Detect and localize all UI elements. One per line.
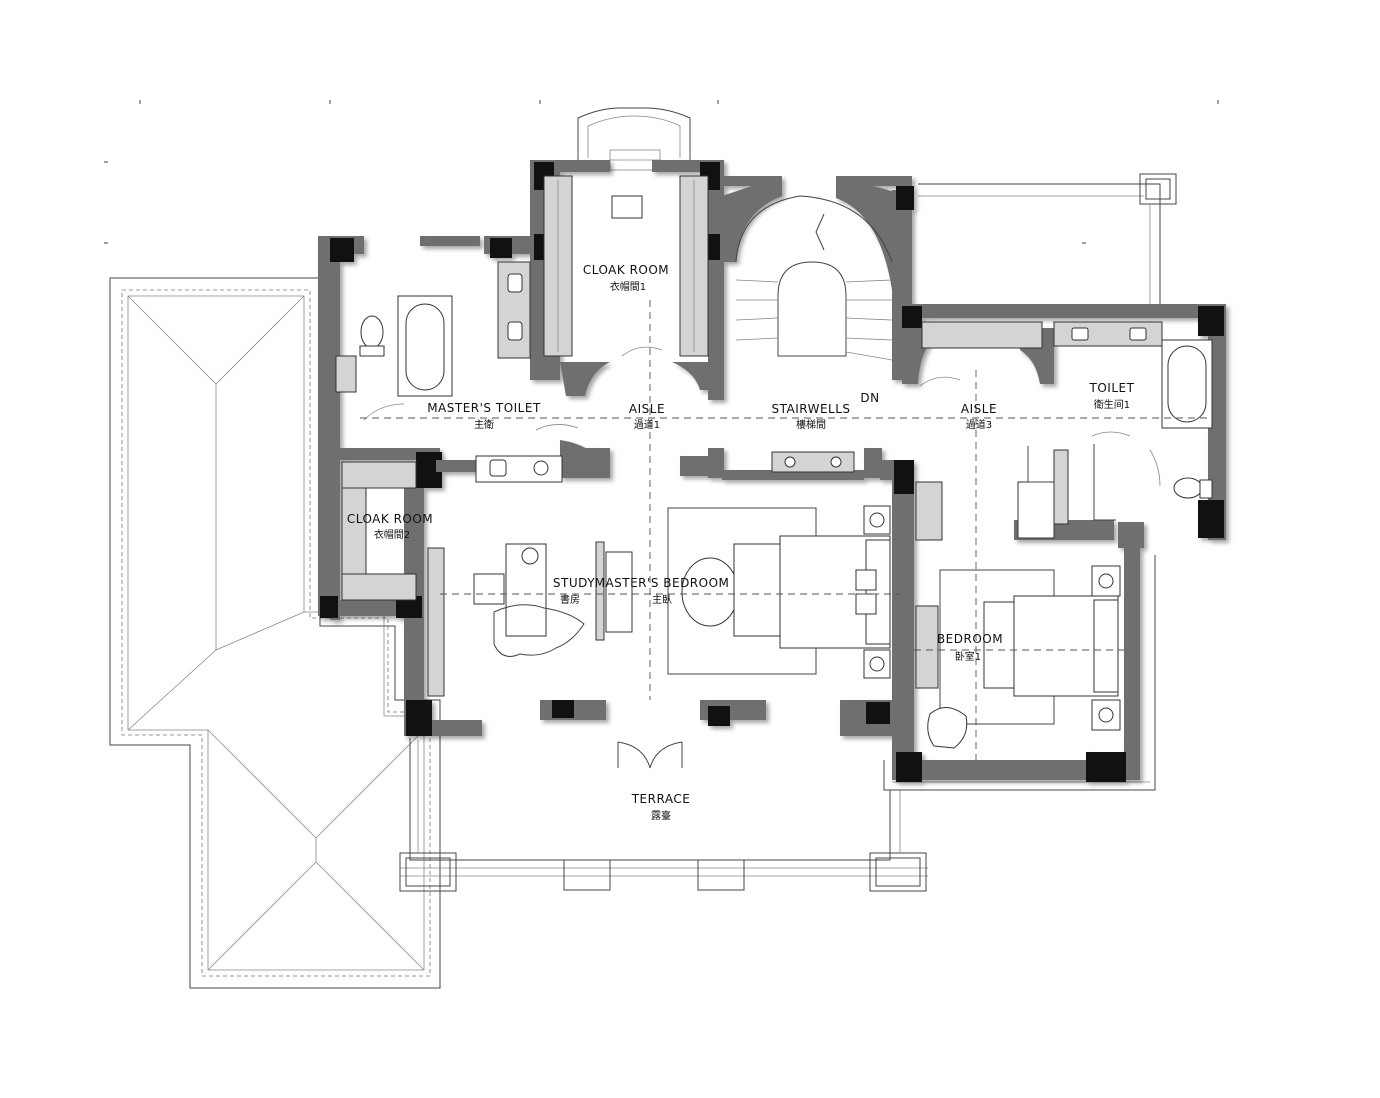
axis-lines <box>360 300 1208 760</box>
door-swings <box>363 346 1161 769</box>
label-cloak-room-1: CLOAK ROOM <box>583 263 669 277</box>
label-terrace-zh: 露臺 <box>651 809 671 822</box>
label-masters-toilet-zh: 主衛 <box>474 418 494 431</box>
label-masters-bedroom: MASTER'S BEDROOM <box>595 576 730 590</box>
label-toilet: TOILET <box>1089 381 1135 395</box>
label-aisle-3: AISLE <box>961 402 997 416</box>
label-stairwells: STAIRWELLS <box>771 402 850 416</box>
label-bedroom: BEDROOM <box>937 632 1003 646</box>
room-labels: CLOAK ROOM 衣帽間1 MASTER'S TOILET 主衛 AISLE… <box>347 263 1135 822</box>
label-cloak-room-2: CLOAK ROOM <box>347 512 433 526</box>
label-masters-toilet: MASTER'S TOILET <box>427 401 541 415</box>
label-study-zh: 書房 <box>560 593 580 606</box>
label-bedroom-zh: 卧室1 <box>955 650 981 663</box>
label-aisle-3-zh: 過道3 <box>966 418 992 431</box>
label-toilet-zh: 衛生间1 <box>1094 398 1130 411</box>
label-stairwells-zh: 樓梯間 <box>796 418 826 431</box>
label-cloak-room-1-zh: 衣帽間1 <box>610 280 646 293</box>
label-cloak-room-2-zh: 衣帽間2 <box>374 528 410 541</box>
label-masters-bedroom-zh: 主臥 <box>652 594 672 606</box>
label-terrace: TERRACE <box>631 792 691 806</box>
crop-marks <box>104 100 1219 244</box>
label-study: STUDY <box>553 576 595 590</box>
label-aisle-1-zh: 過道1 <box>634 418 660 431</box>
label-dn: DN <box>860 391 879 405</box>
left-roof <box>109 277 441 989</box>
right-balcony <box>918 173 1177 304</box>
terrace-area <box>399 738 928 892</box>
furniture <box>335 175 1213 749</box>
label-aisle-1: AISLE <box>629 402 665 416</box>
